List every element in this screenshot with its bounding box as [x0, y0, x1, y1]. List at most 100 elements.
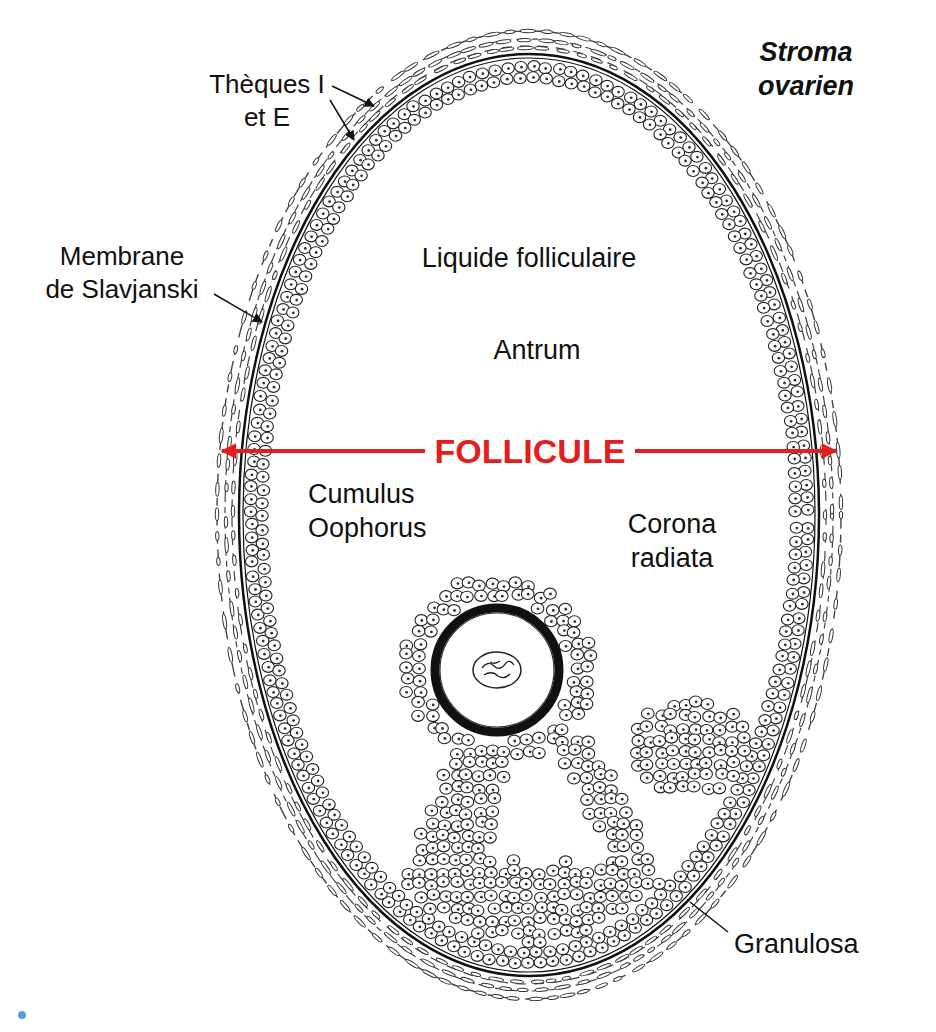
part-label: Granulosa: [732, 928, 861, 962]
granulosa-cell: [246, 571, 258, 582]
cell-nucleus: [418, 667, 421, 670]
cell-nucleus: [418, 655, 421, 658]
granulosa-cell: [295, 739, 307, 750]
granulosa-cell: [661, 900, 673, 911]
theca-cell: [452, 965, 464, 972]
theca-cell: [813, 664, 818, 674]
granulosa-cell: [701, 698, 714, 709]
cell-nucleus: [432, 858, 435, 861]
cell-nucleus: [716, 822, 719, 825]
theca-cell: [817, 420, 822, 434]
cell-nucleus: [513, 897, 516, 900]
cell-nucleus: [502, 751, 505, 754]
cell-nucleus: [403, 113, 406, 116]
granulosa-cell: [244, 506, 256, 517]
theca-cell: [754, 805, 762, 817]
granulosa-cell: [284, 703, 296, 714]
cell-nucleus: [333, 218, 336, 221]
granulosa-cell: [716, 209, 728, 220]
cell-nucleus: [286, 694, 289, 697]
cell-nucleus: [794, 472, 797, 475]
theca-cell: [713, 138, 721, 147]
cell-nucleus: [465, 858, 468, 861]
cell-nucleus: [525, 894, 528, 897]
cell-nucleus: [301, 743, 304, 746]
cell-nucleus: [273, 644, 276, 647]
part-label: Membrane de Slavjanski: [43, 240, 200, 305]
theca-cell: [609, 64, 618, 71]
theca-cell: [372, 933, 383, 943]
cell-nucleus: [535, 951, 538, 954]
granulosa-cell: [372, 150, 384, 161]
theca-cell: [251, 281, 257, 290]
theca-cell: [818, 378, 824, 392]
cell-nucleus: [789, 668, 792, 671]
granulosa-cell: [335, 820, 347, 831]
cell-nucleus: [742, 801, 745, 804]
cell-nucleus: [322, 212, 325, 215]
granulosa-cell: [492, 944, 504, 955]
cell-nucleus: [790, 420, 793, 423]
cell-nucleus: [545, 78, 548, 81]
cell-nucleus: [721, 213, 724, 216]
granulosa-cell: [696, 177, 708, 188]
cell-nucleus: [466, 823, 469, 826]
cell-nucleus: [760, 731, 763, 734]
theca-cell: [505, 30, 515, 34]
granulosa-cell: [670, 891, 682, 902]
cell-nucleus: [728, 223, 731, 226]
granulosa-cell: [475, 80, 487, 91]
theca-cell: [572, 43, 582, 48]
cell-nucleus: [267, 666, 270, 669]
theca-cell: [274, 220, 282, 233]
cell-nucleus: [708, 715, 711, 718]
part-label: Thèques I et E: [207, 68, 327, 133]
theca-cell: [547, 995, 558, 1000]
granulosa-cell: [265, 627, 277, 638]
granulosa-cell: [688, 768, 701, 779]
theca-cell: [666, 941, 677, 951]
cell-nucleus: [477, 847, 480, 850]
cell-nucleus: [783, 382, 786, 385]
cell-nucleus: [552, 906, 555, 909]
theca-cell: [782, 781, 791, 796]
cell-nucleus: [257, 614, 260, 617]
theca-cell: [468, 52, 481, 59]
cell-nucleus: [457, 825, 460, 828]
cell-nucleus: [453, 945, 456, 948]
theca-cell: [732, 857, 740, 867]
granulosa-cell: [347, 179, 359, 190]
cell-nucleus: [755, 742, 758, 745]
granulosa-cell: [461, 796, 474, 807]
theca-cell: [718, 130, 728, 141]
cell-nucleus: [586, 703, 589, 706]
granulosa-cell: [293, 254, 305, 265]
cell-nucleus: [468, 907, 471, 910]
cell-nucleus: [792, 446, 795, 449]
cell-nucleus: [577, 643, 580, 646]
theca-cell: [475, 990, 486, 996]
theca-cell: [242, 675, 248, 689]
cell-nucleus: [276, 702, 279, 705]
granulosa-cell: [441, 82, 453, 93]
cell-nucleus: [661, 725, 664, 728]
theca-cell: [248, 667, 254, 679]
label-line: Stroma: [758, 36, 854, 70]
theca-cell: [829, 478, 833, 489]
granulosa-cell: [740, 254, 752, 265]
granulosa-cell: [667, 758, 680, 769]
granulosa-cell: [773, 664, 785, 675]
granulosa-cell: [761, 316, 773, 327]
granulosa-cell: [593, 932, 605, 943]
granulosa-cell: [475, 590, 488, 601]
theca-cell: [235, 588, 239, 597]
cell-nucleus: [492, 762, 495, 765]
granulosa-cell: [427, 818, 440, 829]
theca-cell: [560, 32, 574, 38]
theca-cell: [507, 996, 519, 1000]
cell-nucleus: [492, 750, 495, 753]
cell-nucleus: [505, 906, 508, 909]
cell-nucleus: [469, 76, 472, 79]
cell-nucleus: [785, 630, 788, 633]
theca-cell: [253, 689, 259, 699]
